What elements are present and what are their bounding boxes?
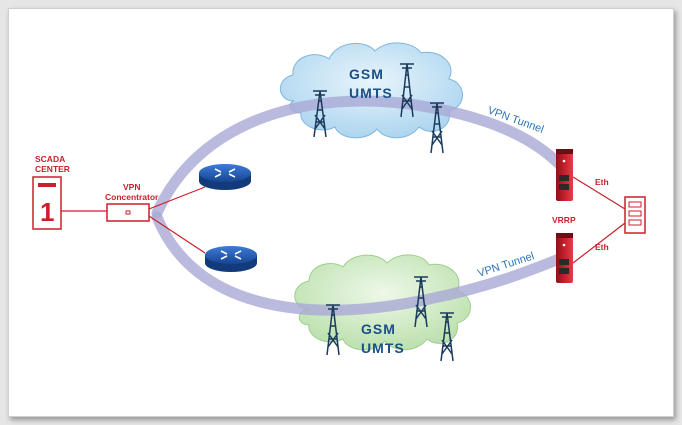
router-link-top: [148, 186, 206, 210]
diagram-frame: VPN Tunnel VPN Tunnel GSM UMTS GSM UMTS …: [8, 8, 674, 417]
eth-bottom-label: Eth: [595, 242, 609, 252]
plc-device-icon: [624, 196, 646, 234]
eth-top-label: Eth: [595, 177, 609, 187]
cell-tower-icon: [440, 312, 454, 362]
vpn-concentrator-label-1: VPN: [123, 182, 140, 192]
cloud-top: [279, 42, 463, 139]
scada-label-1: SCADA: [35, 154, 65, 164]
vrrp-label: VRRP: [552, 215, 576, 225]
gateway-device-icon: [556, 233, 573, 283]
cloud-top-label-1: GSM: [349, 66, 384, 82]
router-icon: [205, 246, 257, 272]
vpn-tunnel-top: [151, 95, 565, 219]
network-diagram: VPN Tunnel VPN Tunnel GSM UMTS GSM UMTS …: [32, 42, 646, 362]
cell-tower-icon: [400, 63, 414, 118]
eth-link-top: [572, 176, 626, 210]
scada-server-icon: 1: [32, 176, 62, 230]
vpn-tunnel-bottom: [151, 211, 565, 316]
scada-box-number: 1: [40, 197, 54, 227]
scada-label-2: CENTER: [35, 164, 70, 174]
vpn-concentrator-label-2: Concentrator: [105, 192, 159, 202]
vpn-concentrator-icon: [106, 203, 150, 222]
eth-link-bottom: [572, 222, 626, 264]
cloud-bottom-label-2: UMTS: [361, 340, 405, 356]
cloud-top-label-2: UMTS: [349, 85, 393, 101]
cell-tower-icon: [430, 102, 444, 154]
router-icon: [199, 164, 251, 190]
cloud-bottom-label-1: GSM: [361, 321, 396, 337]
router-link-bottom: [148, 215, 206, 254]
cell-tower-icon: [313, 90, 327, 138]
cell-tower-icon: [414, 276, 428, 328]
cell-tower-icon: [326, 304, 340, 356]
gateway-device-icon: [556, 149, 573, 201]
